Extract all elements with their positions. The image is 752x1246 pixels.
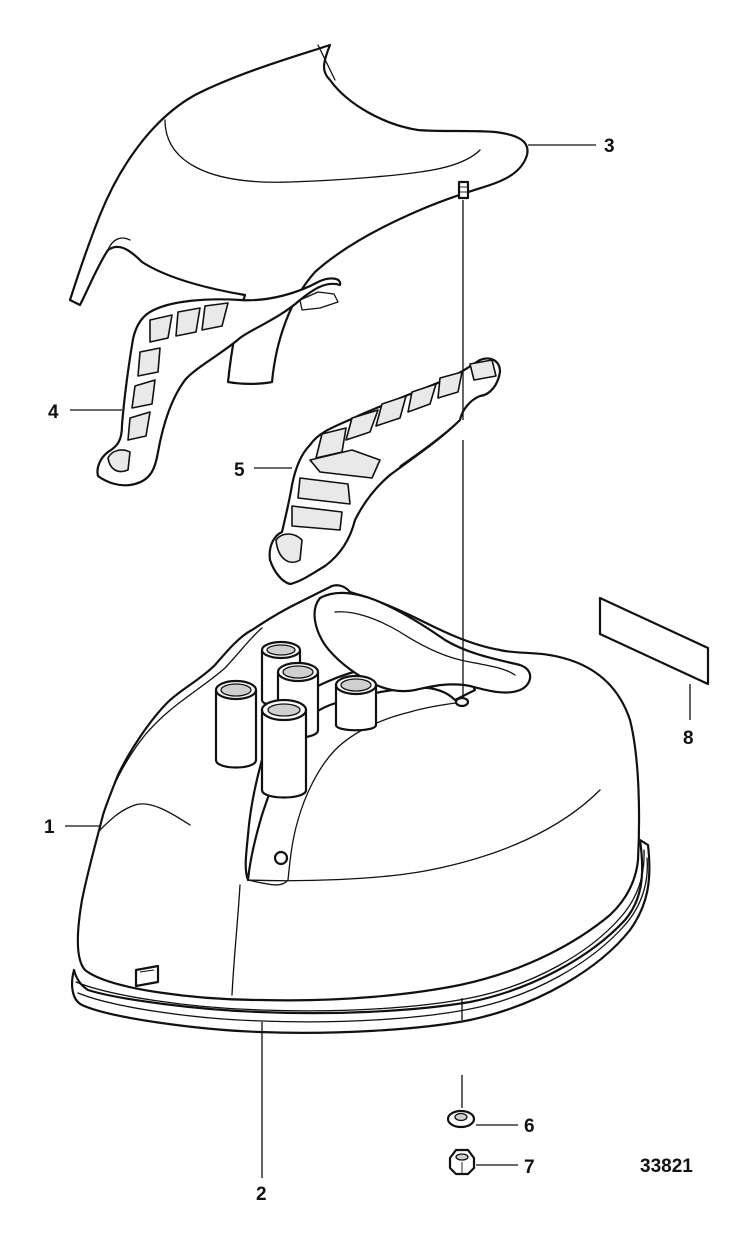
callout-4: 4 bbox=[48, 402, 59, 423]
callout-5: 5 bbox=[234, 460, 245, 481]
part-5-center-rib bbox=[268, 357, 502, 586]
leader-lines bbox=[65, 144, 691, 1178]
callout-6: 6 bbox=[524, 1116, 535, 1137]
part-8-decal bbox=[598, 596, 710, 686]
part-4-left-rib bbox=[96, 277, 342, 487]
callout-7: 7 bbox=[524, 1157, 535, 1178]
callout-8: 8 bbox=[683, 728, 694, 749]
part-2-base-seal bbox=[71, 838, 651, 1034]
part-1-main-cowling bbox=[76, 584, 641, 1002]
callout-2: 2 bbox=[256, 1184, 267, 1205]
part-7-nut bbox=[448, 1148, 476, 1176]
part-3-top-cap bbox=[68, 43, 529, 385]
callout-3: 3 bbox=[604, 136, 615, 157]
assembly-centerlines bbox=[461, 200, 464, 1108]
intake-tubes bbox=[214, 640, 378, 799]
figure-number: 33821 bbox=[640, 1156, 693, 1177]
callout-1: 1 bbox=[44, 817, 55, 838]
part-6-washer bbox=[446, 1109, 476, 1129]
